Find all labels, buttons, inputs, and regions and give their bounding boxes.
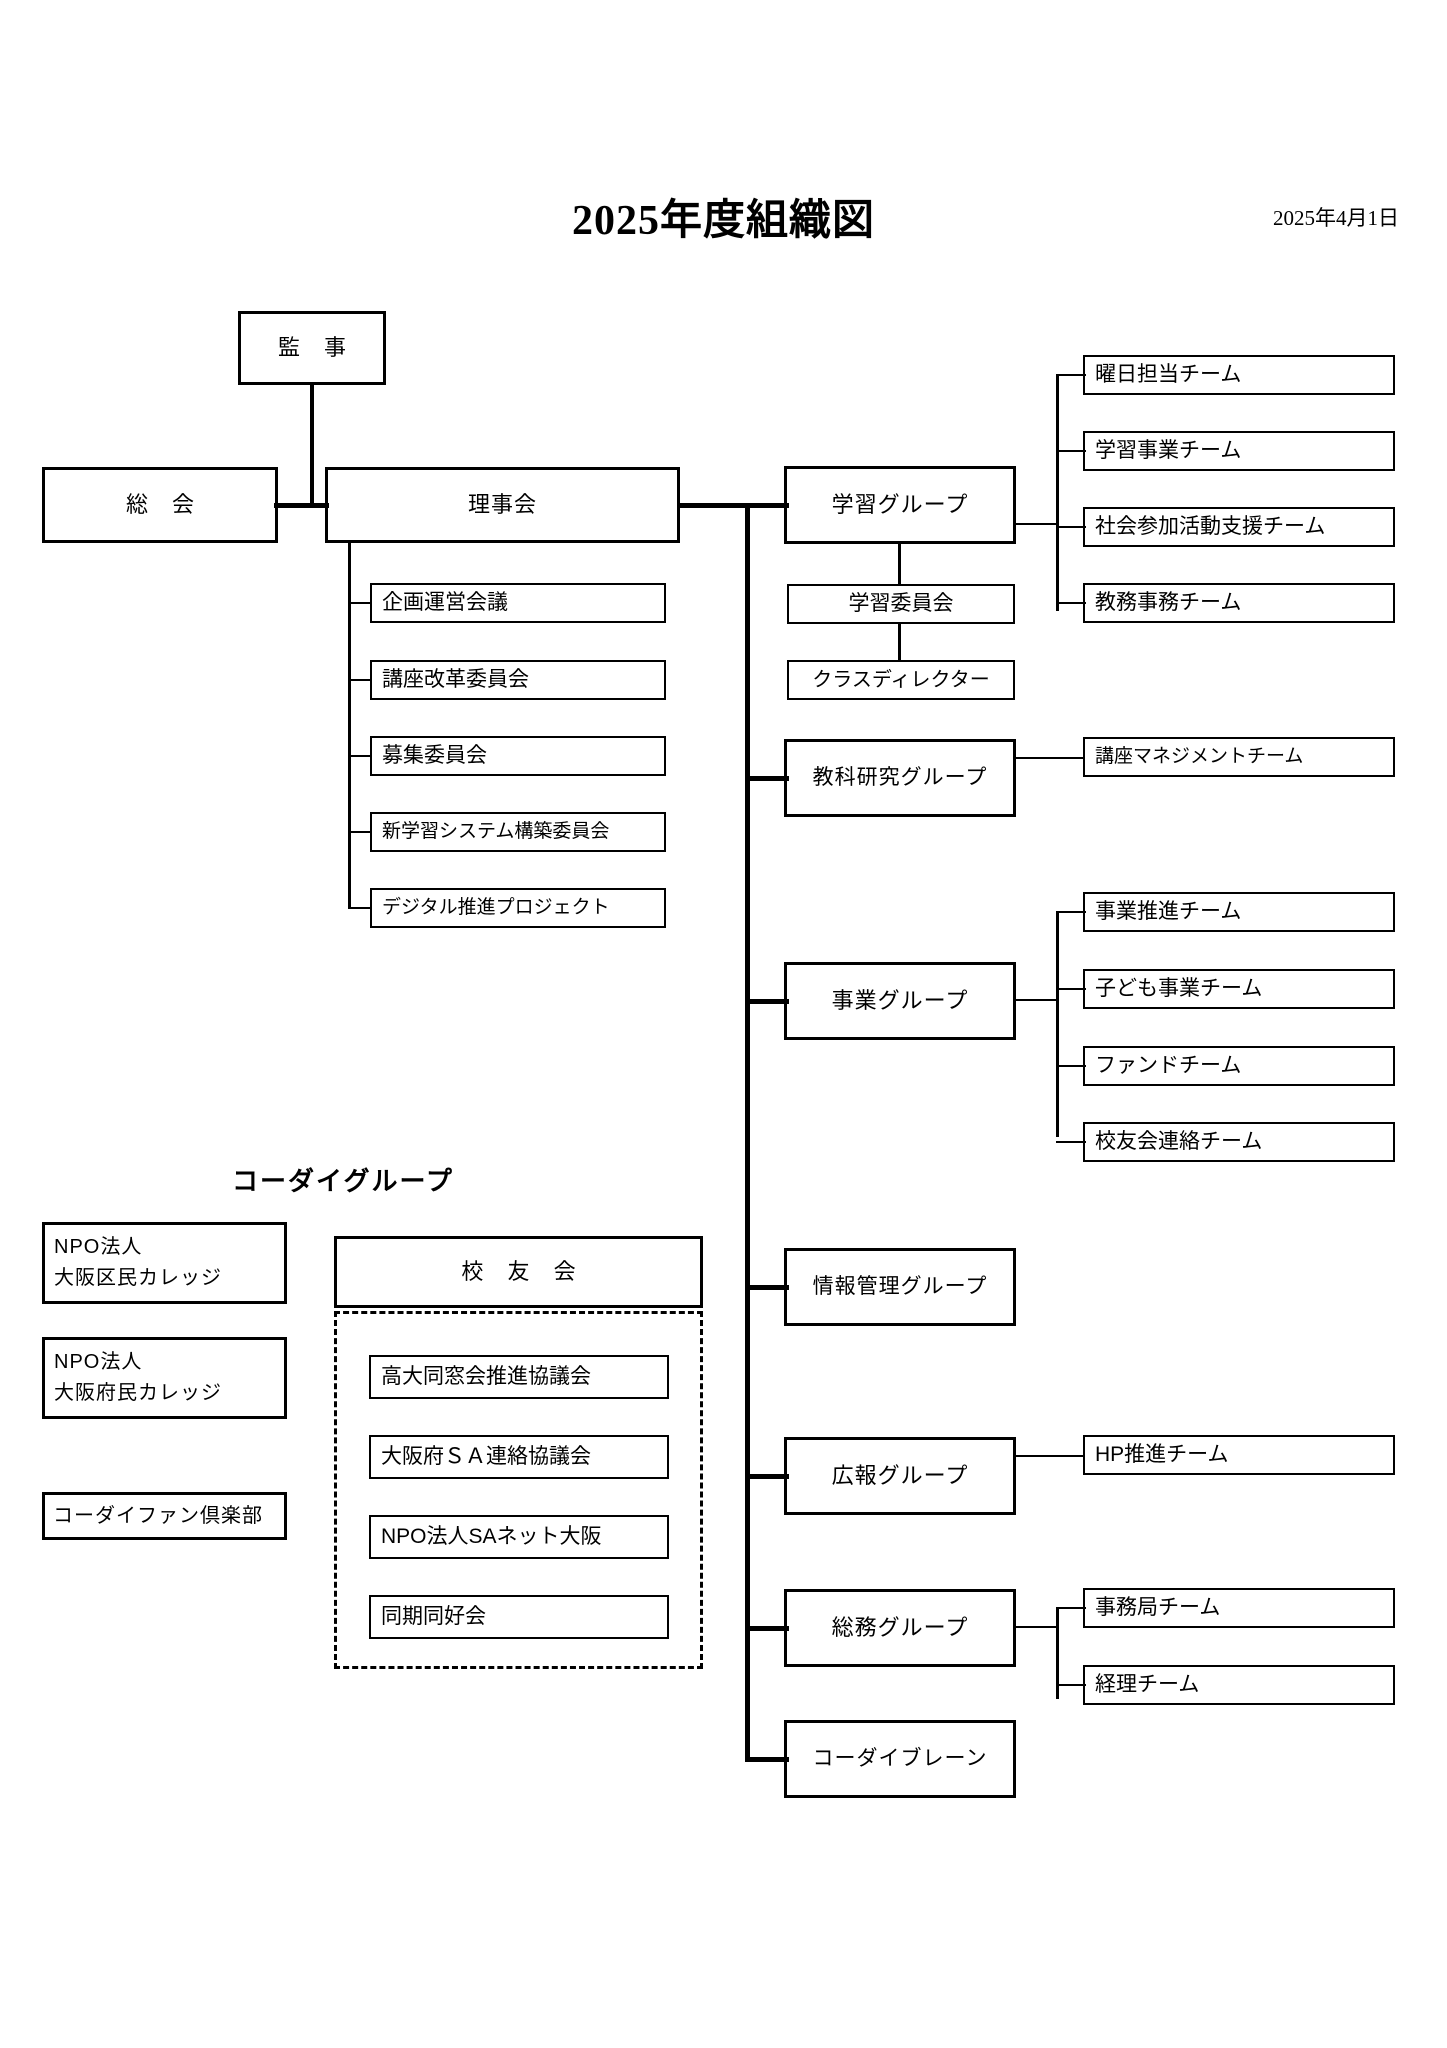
kodai-entity-0-line2: 大阪区民カレッジ (54, 1267, 222, 1289)
connector-group-spine (745, 503, 750, 1759)
node-auditor[interactable]: 監 事 (238, 311, 386, 385)
connector-learning-to-rail (1014, 523, 1059, 525)
node-alumni-member-0[interactable]: 高大同窓会推進協議会 (369, 1355, 669, 1399)
page-title: 2025年度組織図 (571, 198, 875, 244)
connector-committee-0 (348, 602, 372, 604)
node-team-business-2[interactable]: ファンドチーム (1083, 1046, 1395, 1086)
connector-spine-subject-research (745, 776, 789, 781)
node-kodai-entity-1[interactable]: NPO法人 大阪府民カレッジ (42, 1337, 287, 1419)
node-board[interactable]: 理事会 (325, 467, 680, 543)
node-team-learning-3[interactable]: 教務事務チーム (1083, 583, 1395, 623)
node-team-business-1[interactable]: 子ども事業チーム (1083, 969, 1395, 1009)
connector-learning-committee (898, 544, 901, 584)
connector-team-learning-2 (1056, 526, 1086, 528)
node-team-learning-2[interactable]: 社会参加活動支援チーム (1083, 507, 1395, 547)
connector-team-ga-0 (1056, 1607, 1086, 1609)
kodai-entity-1-line1: NPO法人 (54, 1351, 143, 1373)
node-team-learning-0[interactable]: 曜日担当チーム (1083, 355, 1395, 395)
connector-pr-team (1014, 1455, 1084, 1457)
connector-team-business-3 (1056, 1141, 1086, 1143)
connector-spine-kodai-brain (745, 1757, 789, 1762)
connector-spine-information (745, 1285, 789, 1290)
node-team-subject-research-0[interactable]: 講座マネジメントチーム (1083, 737, 1395, 777)
connector-committee-rail (348, 543, 351, 909)
document-date: 2025年4月1日 (1273, 206, 1399, 230)
node-committee-3[interactable]: 新学習システム構築委員会 (370, 812, 666, 852)
node-alumni-member-2[interactable]: NPO法人SAネット大阪 (369, 1515, 669, 1559)
connector-learning-team-rail (1056, 374, 1059, 611)
node-group-learning[interactable]: 学習グループ (784, 466, 1016, 544)
connector-business-team-rail (1056, 911, 1059, 1137)
connector-team-business-0 (1056, 911, 1086, 913)
connector-board-to-spine (678, 503, 788, 508)
node-class-director[interactable]: クラスディレクター (787, 660, 1015, 700)
node-kodai-entity-0[interactable]: NPO法人 大阪区民カレッジ (42, 1222, 287, 1304)
node-group-kodai-brain[interactable]: コーダイブレーン (784, 1720, 1016, 1798)
node-group-business[interactable]: 事業グループ (784, 962, 1016, 1040)
kodai-entity-0-line1: NPO法人 (54, 1236, 143, 1258)
kodai-group-label: コーダイグループ (232, 1167, 454, 1196)
connector-auditor-vertical (310, 385, 314, 507)
node-group-subject-research[interactable]: 教科研究グループ (784, 739, 1016, 817)
node-committee-1[interactable]: 講座改革委員会 (370, 660, 666, 700)
connector-spine-learning (745, 503, 789, 508)
node-general-assembly[interactable]: 総 会 (42, 467, 278, 543)
connector-team-ga-1 (1056, 1684, 1086, 1686)
connector-team-learning-1 (1056, 450, 1086, 452)
node-group-information[interactable]: 情報管理グループ (784, 1248, 1016, 1326)
node-alumni-member-1[interactable]: 大阪府ＳＡ連絡協議会 (369, 1435, 669, 1479)
node-team-learning-1[interactable]: 学習事業チーム (1083, 431, 1395, 471)
node-alumni-member-3[interactable]: 同期同好会 (369, 1595, 669, 1639)
connector-committee-to-director (898, 624, 901, 660)
connector-team-business-1 (1056, 988, 1086, 990)
node-committee-2[interactable]: 募集委員会 (370, 736, 666, 776)
node-committee-0[interactable]: 企画運営会議 (370, 583, 666, 623)
connector-committee-2 (348, 755, 372, 757)
connector-committee-3 (348, 831, 372, 833)
node-team-pr-0[interactable]: HP推進チーム (1083, 1435, 1395, 1475)
node-group-pr[interactable]: 広報グループ (784, 1437, 1016, 1515)
connector-business-to-rail (1014, 999, 1059, 1001)
connector-spine-pr (745, 1474, 789, 1479)
node-team-ga-1[interactable]: 経理チーム (1083, 1665, 1395, 1705)
node-committee-4[interactable]: デジタル推進プロジェクト (370, 888, 666, 928)
connector-assembly-board (274, 503, 329, 508)
node-alumni-association[interactable]: 校 友 会 (334, 1236, 703, 1308)
connector-committee-4 (348, 907, 372, 909)
node-team-business-3[interactable]: 校友会連絡チーム (1083, 1122, 1395, 1162)
connector-committee-1 (348, 679, 372, 681)
node-group-general-affairs[interactable]: 総務グループ (784, 1589, 1016, 1667)
connector-team-learning-3 (1056, 602, 1086, 604)
alumni-members-container (334, 1311, 703, 1669)
connector-ga-team-rail (1056, 1607, 1059, 1699)
node-learning-committee[interactable]: 学習委員会 (787, 584, 1015, 624)
connector-spine-general-affairs (745, 1626, 789, 1631)
connector-spine-business (745, 999, 789, 1004)
connector-subject-research-team (1014, 757, 1084, 759)
node-team-ga-0[interactable]: 事務局チーム (1083, 1588, 1395, 1628)
connector-ga-to-rail (1014, 1626, 1059, 1628)
node-team-business-0[interactable]: 事業推進チーム (1083, 892, 1395, 932)
connector-team-business-2 (1056, 1065, 1086, 1067)
node-kodai-fan-club[interactable]: コーダイファン倶楽部 (42, 1492, 287, 1540)
connector-team-learning-0 (1056, 374, 1086, 376)
kodai-entity-1-line2: 大阪府民カレッジ (54, 1382, 222, 1404)
